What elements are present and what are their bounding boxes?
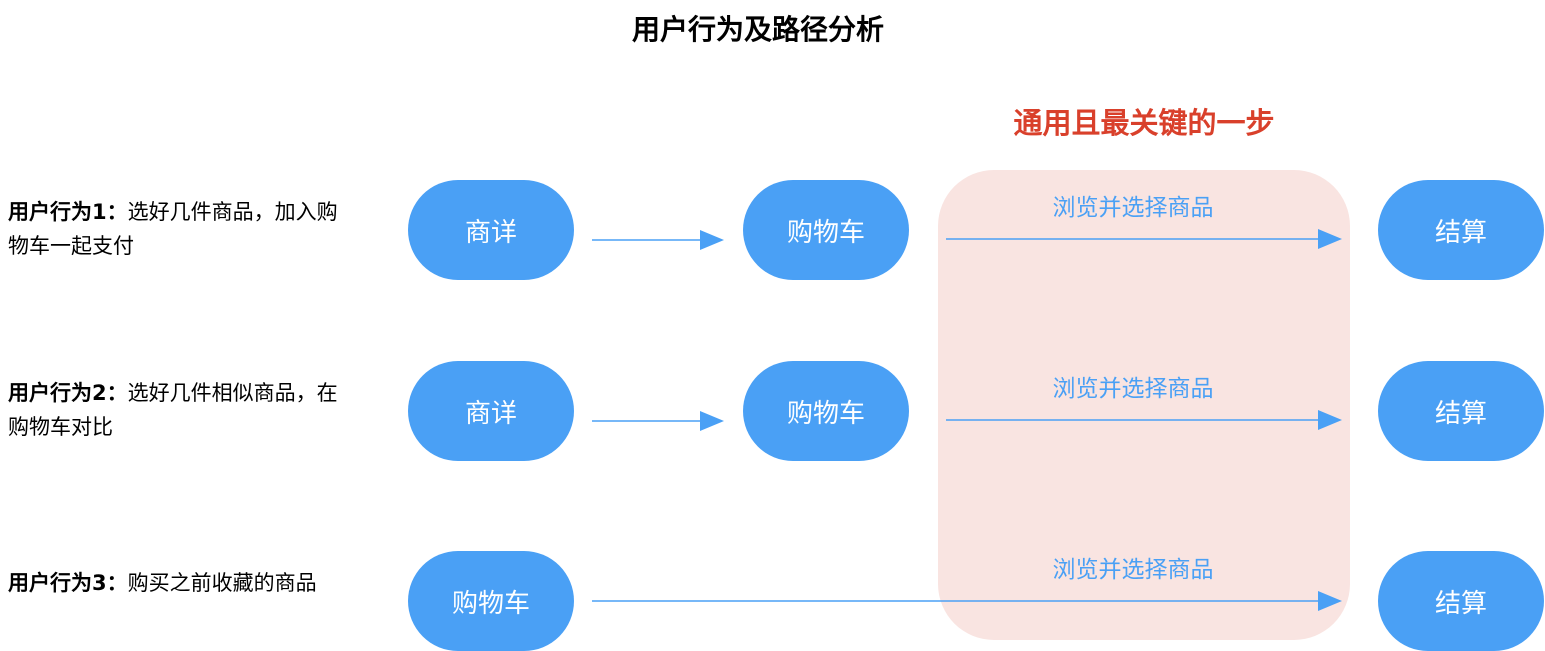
row2-node-product-detail: 商详 <box>408 361 574 461</box>
arrowhead-row1-cart-to-checkout <box>1318 229 1342 249</box>
diagram-title: 用户行为及路径分析 <box>631 13 884 46</box>
row3-node-cart: 购物车 <box>408 551 574 651</box>
row2-node-checkout: 结算 <box>1378 361 1544 461</box>
row2-label-bold: 用户行为2： <box>8 381 128 405</box>
row3-edge-label: 浏览并选择商品 <box>1052 557 1214 583</box>
arrowhead-row2-cart-to-checkout <box>1318 410 1342 430</box>
row1-node-checkout: 结算 <box>1378 180 1544 280</box>
row1-edge-label: 浏览并选择商品 <box>1052 195 1214 221</box>
row3-label-bold: 用户行为3： <box>8 571 128 595</box>
row2-edge-label: 浏览并选择商品 <box>1052 376 1214 402</box>
row1-node-product-detail: 商详 <box>408 180 574 280</box>
key-step-label: 通用且最关键的一步 <box>1013 106 1275 140</box>
row3-node-checkout: 结算 <box>1378 551 1544 651</box>
row1-description: 用户行为1：选好几件商品，加入购物车一起支付 <box>8 195 338 263</box>
arrowhead-row2-detail-to-cart <box>700 411 724 431</box>
key-step-highlight-region <box>938 170 1350 640</box>
arrowhead-row3-cart-to-checkout <box>1318 591 1342 611</box>
row3-description: 用户行为3：购买之前收藏的商品 <box>8 566 338 600</box>
row2-description: 用户行为2：选好几件相似商品，在购物车对比 <box>8 376 338 444</box>
arrowhead-row1-detail-to-cart <box>700 230 724 250</box>
row2-label-text: 选好几件相似商品，在购物车对比 <box>8 381 338 439</box>
row2-node-cart: 购物车 <box>743 361 909 461</box>
row1-label-bold: 用户行为1： <box>8 200 128 224</box>
row3-label-text: 购买之前收藏的商品 <box>127 571 317 595</box>
row1-label-text: 选好几件商品，加入购物车一起支付 <box>8 200 338 258</box>
row1-node-cart: 购物车 <box>743 180 909 280</box>
